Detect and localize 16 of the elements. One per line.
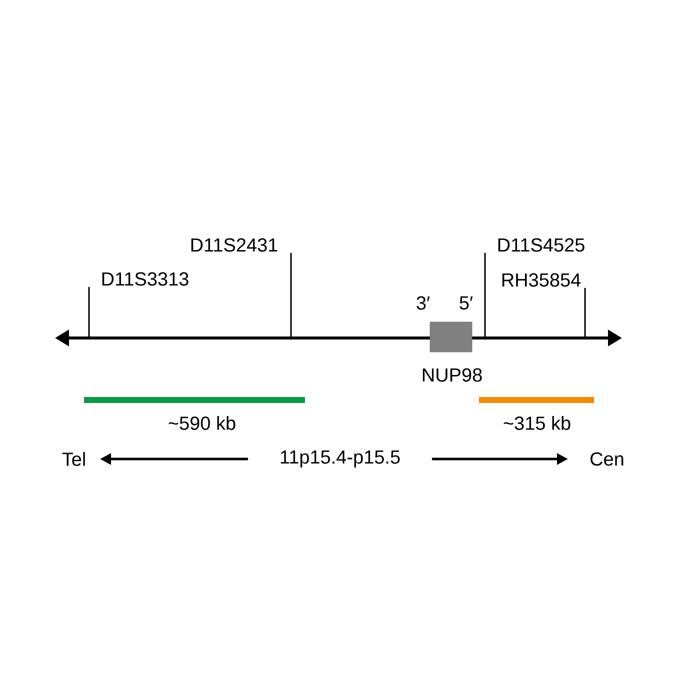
marker-label: D11S3313 (102, 272, 188, 286)
leader-line (88, 286, 90, 338)
marker-label: RH35854 (502, 273, 581, 287)
size-label: ~590 kb (168, 416, 236, 430)
leader-line (484, 252, 486, 338)
strand-label: 5′ (460, 296, 473, 310)
strand-label: 3′ (416, 296, 430, 310)
region-label: 11p15.4-p15.5 (280, 450, 400, 468)
orientation-label: Tel (62, 452, 85, 466)
marker-label: D11S4525 (498, 238, 584, 252)
size-label: ~315 kb (504, 416, 570, 430)
leader-line (584, 288, 586, 338)
leader-line (290, 252, 292, 338)
marker-label: D11S2431 (191, 238, 278, 252)
orientation-label: Cen (590, 452, 624, 466)
gene-label: NUP98 (422, 368, 482, 382)
